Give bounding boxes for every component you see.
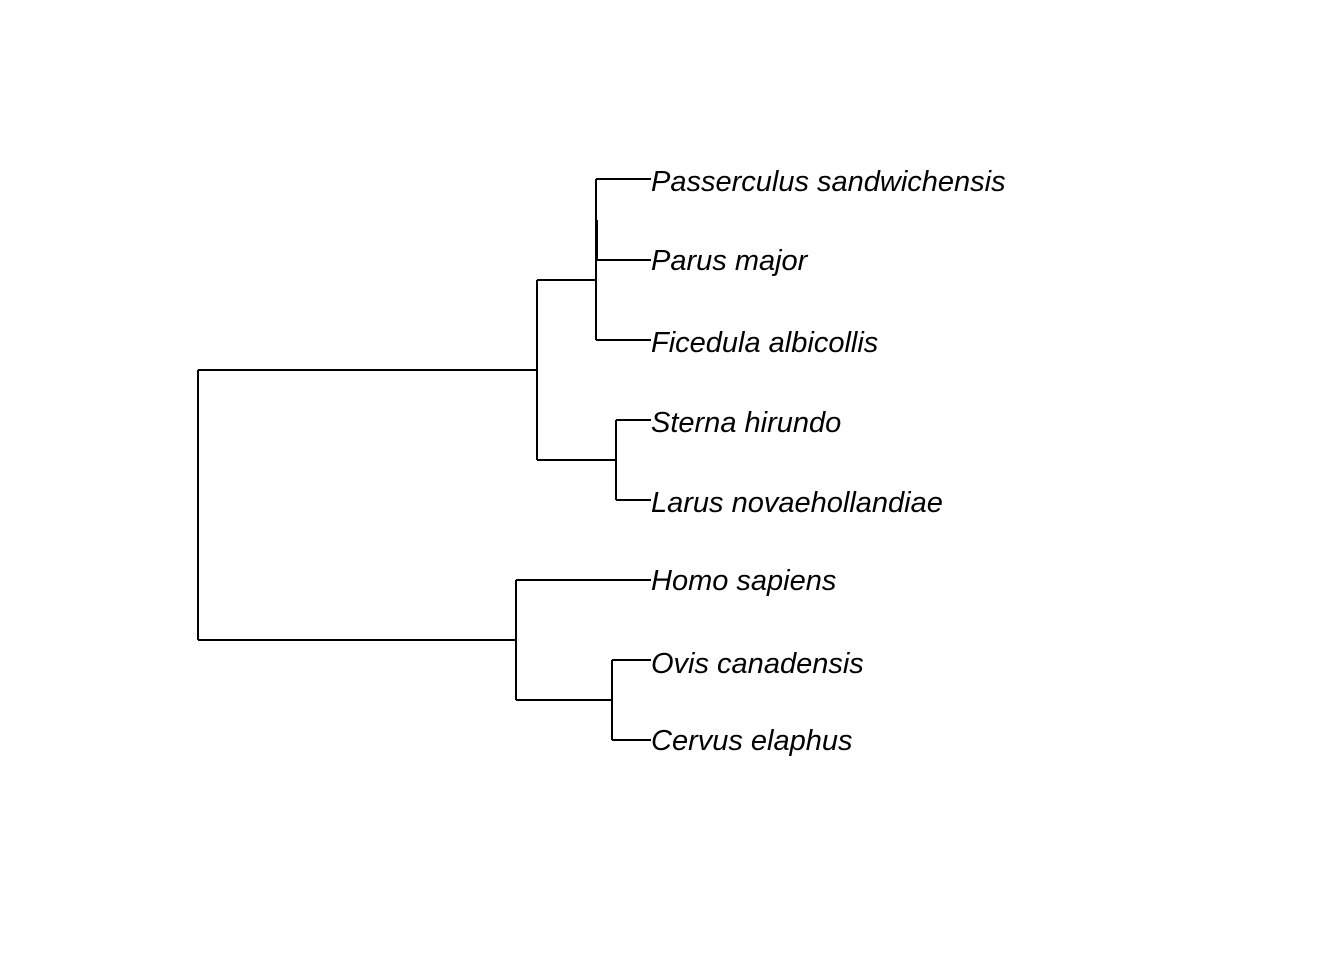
tip-labels: Passerculus sandwichensis Parus major Fi… [651, 166, 1006, 757]
tip-label-larus: Larus novaehollandiae [651, 487, 943, 519]
tree-branches [197, 178, 651, 741]
tip-label-sterna: Sterna hirundo [651, 407, 841, 439]
tip-label-cervus: Cervus elaphus [651, 725, 853, 757]
tip-label-ovis: Ovis canadensis [651, 648, 864, 680]
tip-label-homo: Homo sapiens [651, 565, 836, 597]
tip-label-passerculus: Passerculus sandwichensis [651, 166, 1006, 198]
tip-label-ficedula: Ficedula albicollis [651, 327, 878, 359]
tip-label-parus: Parus major [651, 245, 809, 277]
